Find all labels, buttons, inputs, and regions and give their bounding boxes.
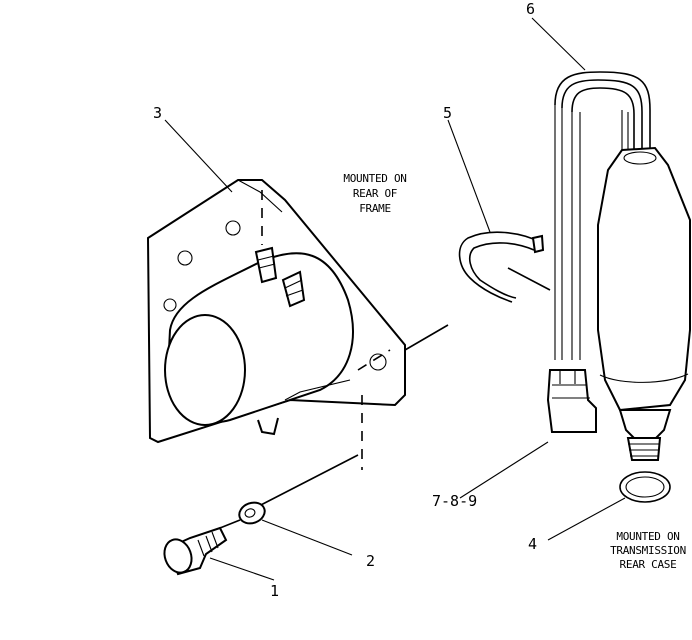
note-transmission-line-2: TRANSMISSION bbox=[610, 544, 686, 557]
note-frame-line-3: FRAME bbox=[359, 202, 391, 215]
callout-5: 5 bbox=[443, 104, 452, 122]
leader-lines bbox=[164, 17, 626, 581]
note-transmission-line-3: REAR CASE bbox=[620, 558, 677, 571]
note-rear-of-frame: MOUNTED ON REAR OF FRAME bbox=[343, 172, 407, 215]
callout-2: 2 bbox=[366, 552, 375, 570]
note-transmission-rear-case: MOUNTED ON TRANSMISSION REAR CASE bbox=[610, 530, 686, 571]
note-transmission-line-1: MOUNTED ON bbox=[616, 530, 679, 543]
note-frame-line-1: MOUNTED ON bbox=[343, 172, 406, 185]
callout-6: 6 bbox=[526, 0, 535, 18]
o-ring bbox=[619, 471, 671, 503]
callout-1: 1 bbox=[270, 582, 279, 600]
callout-4: 4 bbox=[528, 535, 537, 553]
washer bbox=[238, 501, 266, 525]
callout-7-8-9: 7-8-9 bbox=[432, 492, 477, 510]
bolt bbox=[163, 526, 228, 576]
bracket-assembly bbox=[146, 179, 406, 444]
note-frame-line-2: REAR OF bbox=[353, 187, 397, 200]
assembly-guide-lines bbox=[214, 190, 551, 531]
callout-3: 3 bbox=[153, 104, 162, 122]
sensor-assembly bbox=[546, 71, 691, 461]
clip bbox=[458, 231, 545, 303]
